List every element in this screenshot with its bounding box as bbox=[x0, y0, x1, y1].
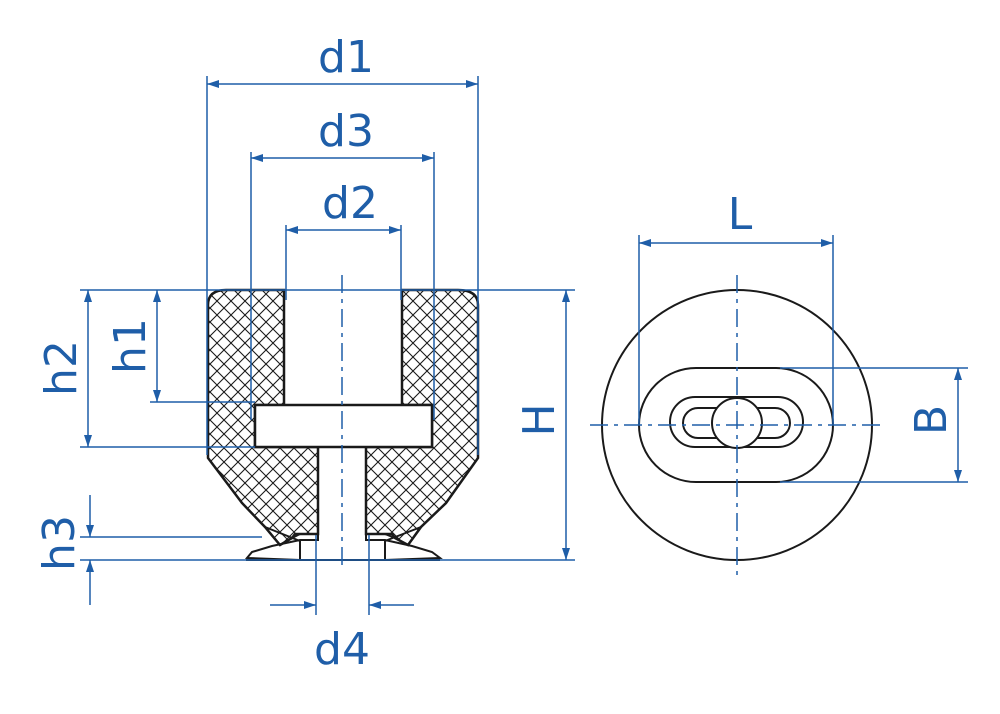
dimension-lines-side bbox=[80, 76, 575, 615]
label-L: L bbox=[728, 189, 753, 240]
dimension-lines-front bbox=[638, 235, 968, 483]
label-H: H bbox=[514, 403, 565, 436]
label-h1: h1 bbox=[105, 318, 156, 374]
label-d4: d4 bbox=[314, 624, 370, 675]
label-d1: d1 bbox=[318, 32, 374, 83]
section-view bbox=[206, 275, 480, 566]
label-B: B bbox=[906, 405, 957, 435]
inner-cavity bbox=[253, 403, 434, 449]
front-view bbox=[590, 275, 885, 575]
label-d2: d2 bbox=[322, 178, 378, 229]
label-d3: d3 bbox=[318, 106, 374, 157]
label-h3: h3 bbox=[34, 515, 85, 571]
label-h2: h2 bbox=[36, 340, 87, 396]
